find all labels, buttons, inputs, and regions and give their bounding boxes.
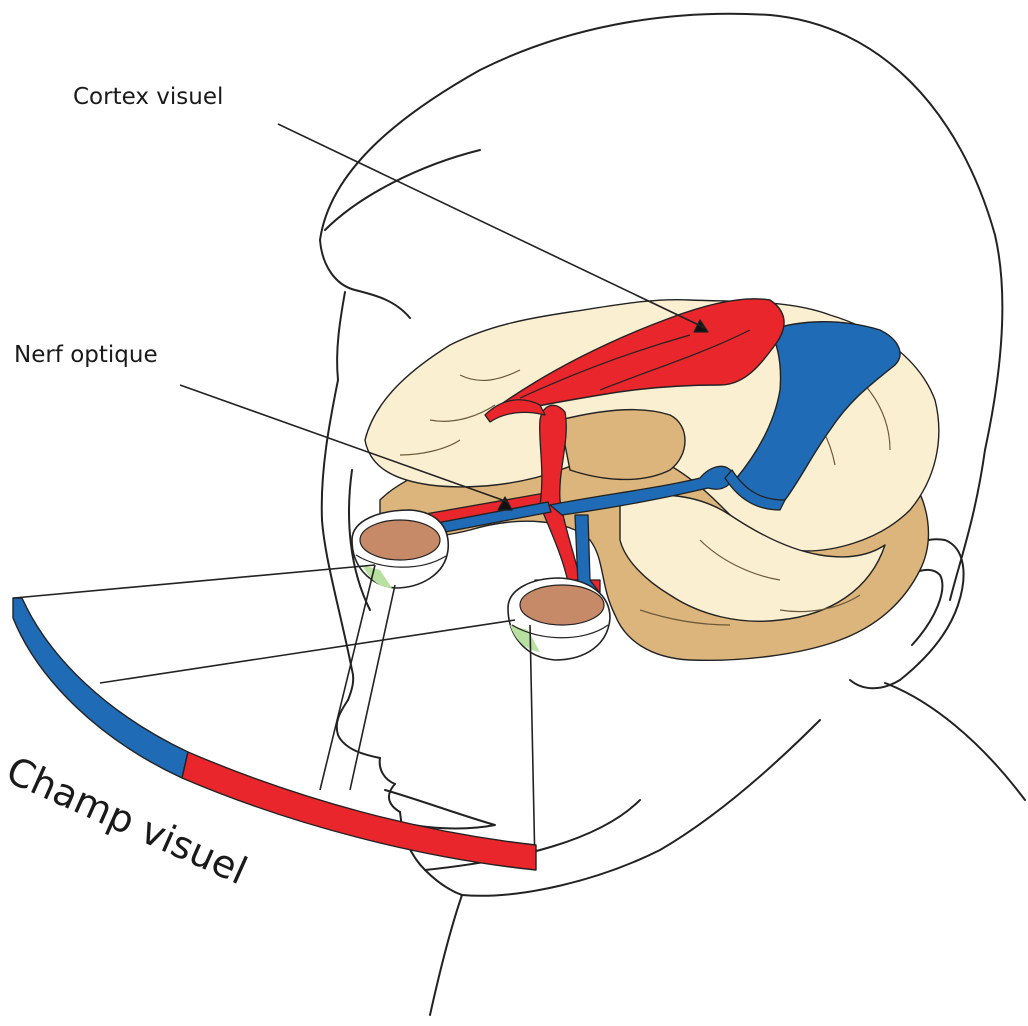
label-cortex-visuel: Cortex visuel [73, 84, 223, 110]
label-nerf-optique: Nerf optique [14, 342, 158, 368]
right-eye [508, 578, 610, 660]
left-eye [352, 510, 448, 588]
visual-field-blue [13, 598, 188, 778]
